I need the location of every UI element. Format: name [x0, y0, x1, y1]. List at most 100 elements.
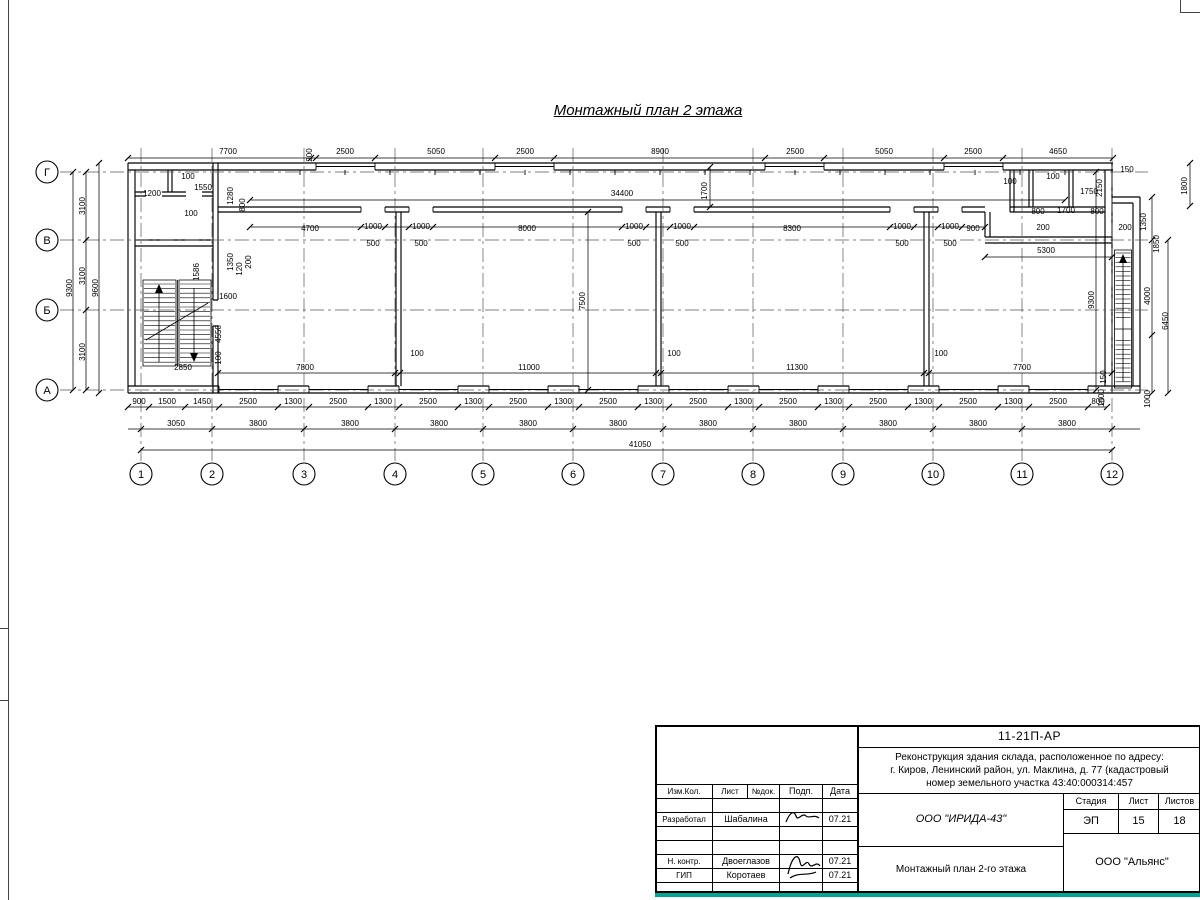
svg-text:1350: 1350: [226, 253, 235, 271]
svg-text:7500: 7500: [578, 292, 587, 310]
row-empty-role: [655, 826, 713, 841]
row-empty-role: [655, 840, 713, 855]
svg-text:500: 500: [895, 239, 909, 248]
svg-text:2500: 2500: [779, 397, 797, 406]
row-empty-name: [712, 826, 780, 841]
svg-text:2500: 2500: [336, 147, 354, 156]
svg-text:34400: 34400: [611, 189, 634, 198]
svg-text:2500: 2500: [509, 397, 527, 406]
svg-text:1000: 1000: [893, 222, 911, 231]
row-date: 07.21: [822, 812, 858, 827]
project-description-line: Реконструкция здания склада, расположенн…: [895, 752, 1164, 763]
svg-text:Б: Б: [43, 305, 50, 317]
doc-number: 11-21П-АР: [858, 725, 1200, 748]
svg-text:800: 800: [1091, 397, 1105, 406]
svg-text:500: 500: [627, 239, 641, 248]
svg-text:1300: 1300: [284, 397, 302, 406]
svg-text:3800: 3800: [609, 419, 627, 428]
svg-text:2150: 2150: [1095, 179, 1104, 197]
row-empty-name: [712, 798, 780, 813]
sheets-value: 18: [1158, 809, 1200, 834]
row-empty-date: [822, 840, 858, 855]
svg-text:9600: 9600: [91, 279, 100, 297]
stair-outlines: [142, 249, 1132, 389]
svg-text:3800: 3800: [519, 419, 537, 428]
row-empty-role: [655, 798, 713, 813]
svg-text:В: В: [43, 235, 50, 247]
svg-text:120: 120: [235, 262, 244, 276]
svg-text:А: А: [43, 385, 51, 397]
svg-text:500: 500: [414, 239, 428, 248]
svg-text:3800: 3800: [1058, 419, 1076, 428]
svg-text:1000: 1000: [1097, 389, 1106, 407]
row-empty-date: [822, 882, 858, 893]
svg-text:3100: 3100: [78, 197, 87, 215]
sheet-frame-mark: [0, 628, 8, 629]
svg-text:1280: 1280: [226, 187, 235, 205]
stage-header: Стадия: [1063, 793, 1119, 810]
project-description-line: номер земельного участка 43:40:000314:45…: [926, 778, 1133, 789]
row-empty-date: [822, 826, 858, 841]
svg-text:9300: 9300: [1087, 291, 1096, 309]
svg-text:800: 800: [1031, 207, 1045, 216]
svg-text:1300: 1300: [464, 397, 482, 406]
svg-text:100: 100: [667, 349, 681, 358]
svg-text:2850: 2850: [174, 363, 192, 372]
sheet-value: 15: [1118, 809, 1159, 834]
svg-text:100: 100: [181, 172, 195, 181]
svg-text:3800: 3800: [789, 419, 807, 428]
svg-text:6: 6: [570, 469, 576, 481]
svg-text:1300: 1300: [914, 397, 932, 406]
sheet-name: Монтажный план 2-го этажа: [858, 846, 1064, 893]
outer-walls-sides: [127, 163, 1141, 393]
svg-text:150: 150: [1120, 165, 1134, 174]
svg-text:1850: 1850: [1152, 235, 1161, 253]
svg-text:Г: Г: [44, 167, 50, 179]
signature: [785, 812, 820, 823]
svg-text:1300: 1300: [734, 397, 752, 406]
svg-text:1000: 1000: [941, 222, 959, 231]
svg-text:4: 4: [392, 469, 398, 481]
row-role: ГИП: [655, 868, 713, 883]
svg-text:9: 9: [840, 469, 846, 481]
svg-text:7: 7: [660, 469, 666, 481]
row-empty-role: [655, 882, 713, 893]
svg-text:2500: 2500: [329, 397, 347, 406]
row-name: Двоеглазов: [712, 854, 780, 869]
row-role: Разработал: [655, 812, 713, 827]
row-date: 07.21: [822, 868, 858, 883]
svg-text:1350: 1350: [1139, 213, 1148, 231]
svg-text:3100: 3100: [78, 267, 87, 285]
svg-text:2500: 2500: [599, 397, 617, 406]
svg-text:1300: 1300: [1004, 397, 1022, 406]
svg-text:2500: 2500: [786, 147, 804, 156]
col-header-ndok: №док.: [747, 784, 780, 799]
svg-text:2500: 2500: [964, 147, 982, 156]
svg-text:3800: 3800: [249, 419, 267, 428]
row-name: Коротаев: [712, 868, 780, 883]
svg-text:100: 100: [934, 349, 948, 358]
svg-text:1586: 1586: [192, 263, 201, 281]
svg-text:3100: 3100: [78, 343, 87, 361]
titleblock-empty-area: [655, 725, 858, 785]
svg-text:2: 2: [209, 469, 215, 481]
svg-text:7800: 7800: [296, 363, 314, 372]
stair-break-line: [145, 302, 209, 341]
svg-text:1200: 1200: [143, 189, 161, 198]
svg-text:4000: 4000: [1143, 287, 1152, 305]
svg-text:2500: 2500: [1049, 397, 1067, 406]
svg-text:3800: 3800: [699, 419, 717, 428]
designer-org: ООО "ИРИДА-43": [858, 793, 1064, 847]
svg-text:900: 900: [966, 224, 980, 233]
svg-text:1700: 1700: [700, 182, 709, 200]
signature: [787, 856, 821, 879]
svg-text:7700: 7700: [219, 147, 237, 156]
sheets-header: Листов: [1158, 793, 1200, 810]
svg-text:1600: 1600: [219, 292, 237, 301]
svg-text:100: 100: [1046, 172, 1060, 181]
svg-text:11300: 11300: [786, 363, 808, 372]
corridor-wall: [218, 206, 1112, 244]
svg-text:100: 100: [214, 351, 223, 365]
svg-text:41050: 41050: [629, 440, 652, 449]
